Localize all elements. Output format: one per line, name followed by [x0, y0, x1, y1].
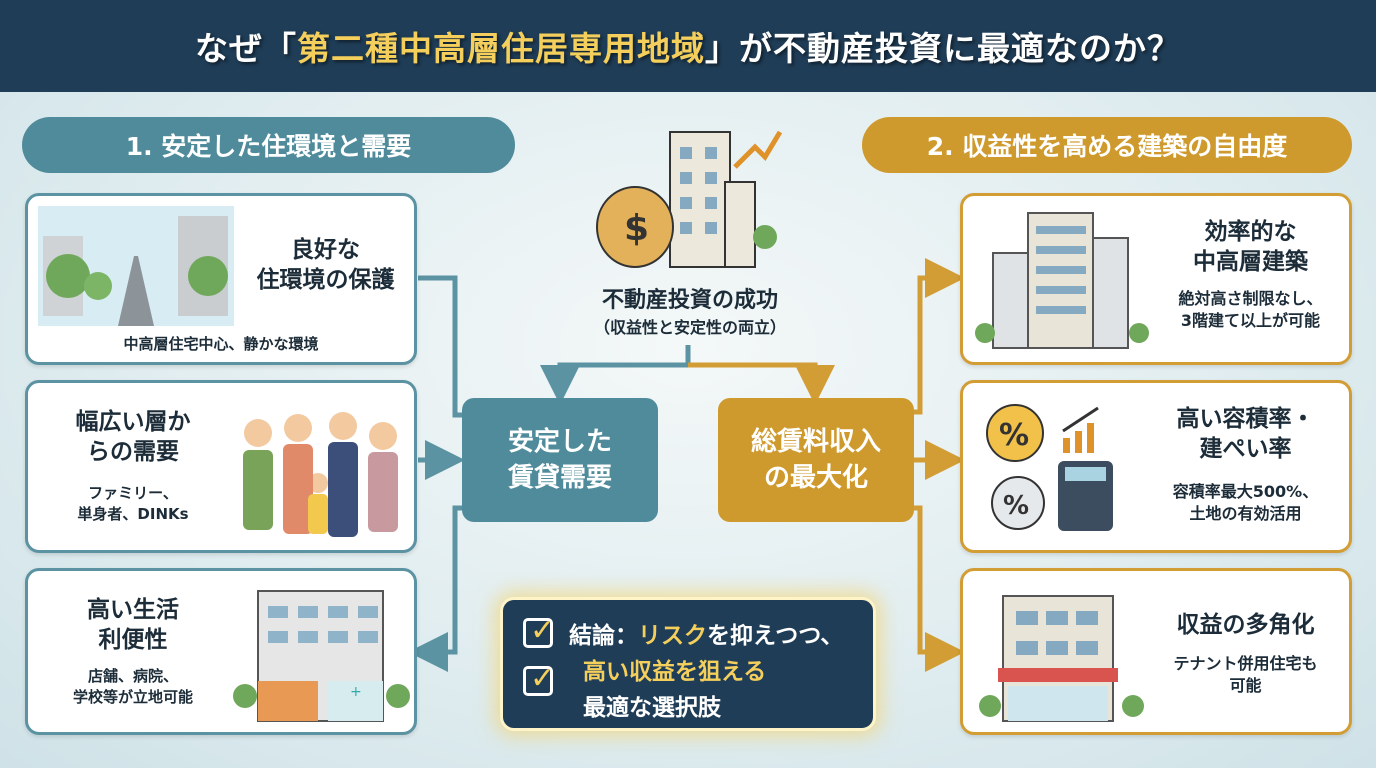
card-title: 高い生活 利便性 — [87, 597, 179, 653]
building-shop-hospital-icon: + — [233, 590, 410, 722]
card-title: 良好な 住環境の保護 — [256, 237, 395, 293]
svg-text:%: % — [1003, 491, 1029, 521]
conclusion-line3: 最適な選択肢 — [583, 695, 721, 721]
card-title: 幅広い層か らの需要 — [75, 409, 191, 465]
checkbox-icon: ✓ — [523, 661, 555, 696]
card-desc: 中高層住宅中心、静かな環境 — [123, 335, 319, 353]
title-suffix: 」が不動産投資に最適なのか？ — [705, 29, 1181, 68]
conclusion-line1: を抑えつつ、 — [707, 623, 844, 649]
card-desc: 絶対高さ制限なし、 3階建て以上が可能 — [1178, 289, 1323, 331]
mixed-use-building-icon — [979, 595, 1144, 722]
section-header-profitability: 2. 収益性を高める建築の自由度 — [862, 117, 1352, 173]
money-bag-building-growth-icon: $ — [596, 130, 783, 268]
center-title: 不動産投資の成功 — [601, 288, 778, 313]
stable-rental-demand-box: 安定した 賃貸需要 — [462, 398, 658, 522]
title-highlight: 第二種中高層住居専用地域 — [297, 29, 705, 68]
maximize-rent-income-box: 総賃料収入 の最大化 — [718, 398, 914, 522]
svg-text:%: % — [999, 418, 1029, 453]
section-header-stable-demand: 1. 安定した住環境と需要 — [22, 117, 515, 173]
conclusion-box: ✓ ✓ 結論：リスクを抑えつつ、 高い収益を狙える 最適な選択肢 — [500, 597, 876, 731]
card-revenue-diversification: 収益の多角化 テナント併用住宅も 可能 — [960, 568, 1352, 735]
svg-text:$: $ — [624, 208, 649, 249]
card-desc: 容積率最大500%、 土地の有効活用 — [1172, 482, 1319, 524]
svg-text:+: + — [350, 684, 362, 700]
page-title: なぜ「第二種中高層住居専用地域」が不動産投資に最適なのか？ — [0, 0, 1376, 92]
high-rise-building-icon — [975, 212, 1149, 349]
card-broad-demand: 幅広い層か らの需要 ファミリー、 単身者、DINKs — [25, 380, 417, 553]
card-desc: 店舗、病院、 学校等が立地可能 — [72, 667, 193, 706]
card-desc: ファミリー、 単身者、DINKs — [77, 484, 189, 523]
center-subtitle: （収益性と安定性の両立） — [593, 318, 786, 337]
card-living-environment: 良好な 住環境の保護 中高層住宅中心、静かな環境 — [25, 193, 417, 365]
card-title: 高い容積率・ 建ぺい率 — [1176, 406, 1315, 462]
percent-calculator-chart-icon: % % — [986, 404, 1113, 531]
conclusion-label: 結論： — [569, 623, 638, 649]
conclusion-risk: リスク — [638, 623, 707, 649]
checkbox-icon: ✓ — [523, 613, 555, 648]
card-desc: テナント併用住宅も 可能 — [1173, 654, 1318, 696]
card-convenience: 高い生活 利便性 店舗、病院、 学校等が立地可能 + — [25, 568, 417, 735]
title-prefix: なぜ「 — [195, 29, 297, 68]
street-illustration-icon — [38, 206, 234, 326]
card-floor-area-ratio: % % 高い容積率・ 建ぺい率 容積率最大500%、 土地の有効活用 — [960, 380, 1352, 553]
card-title: 効率的な 中高層建築 — [1193, 219, 1308, 275]
card-efficient-building: 効率的な 中高層建築 絶対高さ制限なし、 3階建て以上が可能 — [960, 193, 1352, 365]
conclusion-line2: 高い収益を狙える — [583, 659, 767, 685]
family-people-icon — [243, 412, 398, 537]
card-title: 収益の多角化 — [1176, 612, 1315, 638]
